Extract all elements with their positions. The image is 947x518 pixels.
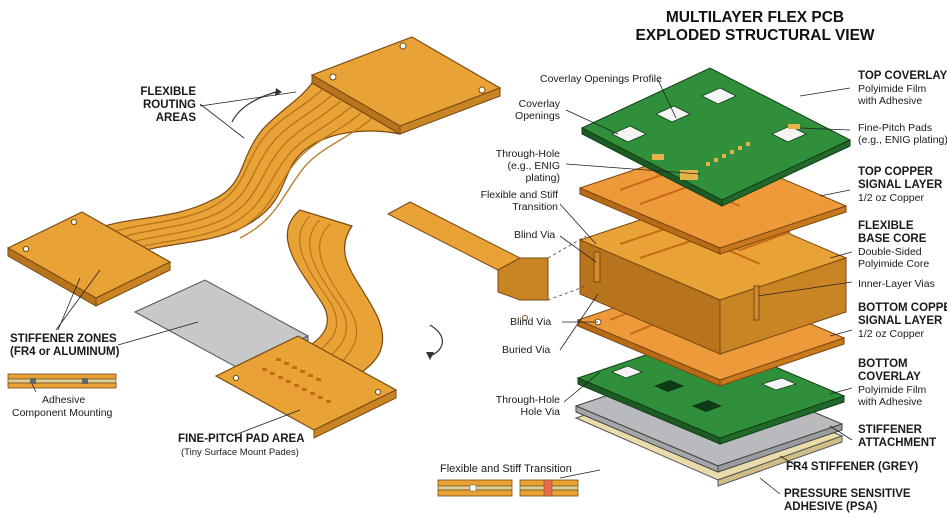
coverlay-openings-label: Coverlay Openings [515, 98, 560, 122]
layer-fr4-stiffener: FR4 STIFFENER (GREY) [786, 461, 919, 473]
flex-stiff-transition-label: Flexible and Stiff Transition [480, 189, 558, 213]
flex-pcb-illustration [6, 36, 549, 439]
layer-desc: Polyimide Film with Adhesive [858, 384, 927, 408]
layer-inner-vias: Inner-Layer Vias [858, 278, 935, 290]
through-hole-label: Through-Hole (e.g., ENIG plating) [495, 148, 560, 184]
fine-pitch-area-label: FINE-PITCH PAD AREA [178, 433, 305, 445]
blind-via-top-label: Blind Via [514, 229, 556, 241]
layer-bottom-copper: BOTTOM COPPER SIGNAL LAYER 1/2 oz Copper [858, 302, 947, 340]
layer-bottom-coverlay: BOTTOM COVERLAY Polyimide Film with Adhe… [858, 358, 926, 408]
exploded-stack [437, 67, 853, 497]
stiffener-zones-label: STIFFENER ZONES (FR4 or ALUMINUM) [10, 333, 120, 358]
layer-title: BOTTOM COPPER SIGNAL LAYER [858, 302, 947, 327]
layer-top-copper: TOP COPPER SIGNAL LAYER 1/2 oz Copper [858, 166, 942, 204]
layer-flexible-base-core: FLEXIBLE BASE CORE Double-Sided Polyimid… [858, 220, 929, 270]
layer-fine-pitch-pads: Fine-Pitch Pads (e.g., ENIG plating) [858, 122, 947, 146]
layer-title: TOP COPPER SIGNAL LAYER [858, 166, 943, 191]
adhesive-label: Adhesive [42, 394, 86, 406]
title-line-1: MULTILAYER FLEX PCB [665, 9, 845, 26]
adhesive-stack-icon [7, 373, 117, 389]
layer-desc: 1/2 oz Copper [858, 328, 924, 340]
layer-desc: 1/2 oz Copper [858, 192, 924, 204]
layer-title: BOTTOM COVERLAY [858, 358, 921, 383]
layer-title: TOP COVERLAY [858, 70, 947, 82]
flex-arrow-icon [231, 91, 277, 123]
layer-psa: PRESSURE SENSITIVE ADHESIVE (PSA) [784, 488, 911, 513]
transition-caption-label: Flexible and Stiff Transition [440, 463, 572, 475]
layer-stiffener-attachment: STIFFENER ATTACHMENT [858, 424, 937, 449]
transition-inset [437, 479, 579, 497]
flex-arrow-icon [429, 324, 443, 357]
layer-title: FLEXIBLE BASE CORE [858, 220, 927, 245]
flexible-routing-label: FLEXIBLE ROUTING AREAS [140, 86, 196, 124]
fine-pitch-sub-label: (Tiny Surface Mount Pades) [181, 447, 299, 458]
page-title: MULTILAYER FLEX PCB EXPLODED STRUCTURAL … [630, 9, 880, 45]
coverlay-openings-profile-label: Coverlay Openings Profile [540, 73, 662, 85]
blind-via-bottom-label: Blind Via [510, 316, 552, 328]
title-line-2: EXPLODED STRUCTURAL VIEW [635, 27, 875, 44]
buried-via-label: Buried Via [502, 344, 551, 356]
layer-desc: Double-Sided Polyimide Core [858, 246, 930, 270]
through-hole-via-label: Through-Hole Hole Via [495, 394, 560, 418]
component-mounting-label: Component Mounting [12, 407, 113, 419]
layer-top-coverlay: TOP COVERLAY Polyimide Film with Adhesiv… [858, 70, 947, 107]
layer-desc: Polyimide Film with Adhesive [858, 83, 927, 107]
